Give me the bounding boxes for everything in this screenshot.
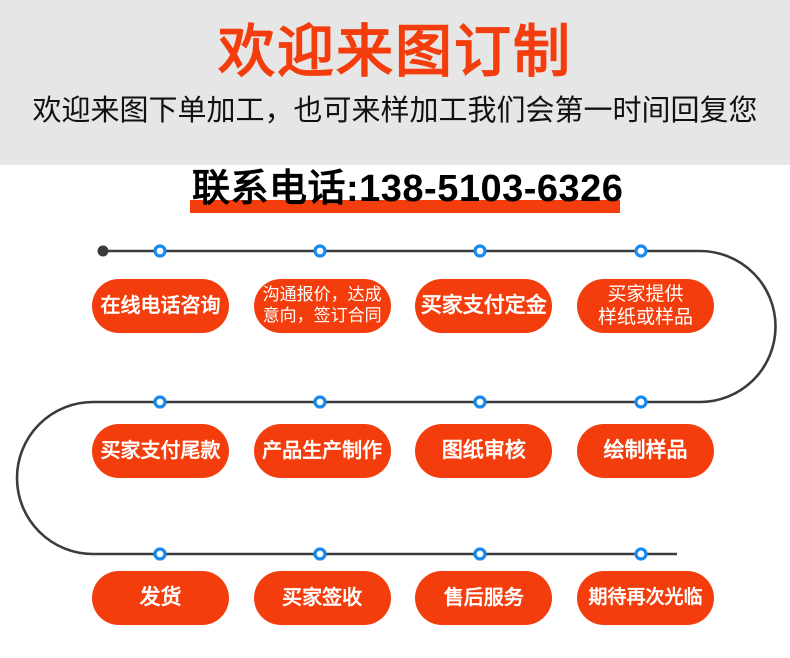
flow-node-icon — [473, 244, 487, 258]
flow-node-icon — [473, 395, 487, 409]
flow-connector-line — [15, 249, 777, 556]
flow-row-3: 发货 买家签收 售后服务 期待再次光临 — [92, 571, 714, 625]
flow-step-buyer-receive: 买家签收 — [253, 571, 391, 625]
flow-start-dot — [97, 245, 109, 257]
flow-node-icon — [313, 395, 327, 409]
flow-step-provide-sample: 买家提供 样纸或样品 — [576, 279, 714, 333]
flow-step-draw-sample: 绘制样品 — [576, 424, 714, 478]
phone-underline-bar — [190, 200, 620, 213]
phone-number-text: 联系电话:138-5103-6326 — [192, 168, 624, 210]
flow-node-icon — [473, 547, 487, 561]
flow-row-2: 买家支付尾款 产品生产制作 图纸审核 绘制样品 — [92, 424, 714, 478]
flow-step-pay-deposit: 买家支付定金 — [415, 279, 553, 333]
flow-node-icon — [634, 395, 648, 409]
flow-step-production: 产品生产制作 — [253, 424, 391, 478]
flow-node-icon — [634, 244, 648, 258]
flow-step-shipping: 发货 — [92, 571, 229, 625]
hero-banner: 欢迎来图订制 欢迎来图下单加工，也可来样加工我们会第一时间回复您 — [0, 0, 790, 165]
flow-step-online-consult: 在线电话咨询 — [92, 279, 229, 333]
flow-step-welcome-back: 期待再次光临 — [576, 571, 714, 625]
flow-step-after-sales: 售后服务 — [415, 571, 553, 625]
flow-step-drawing-review: 图纸审核 — [415, 424, 553, 478]
flow-node-icon — [313, 244, 327, 258]
page-title: 欢迎来图订制 — [218, 20, 572, 84]
flow-step-quote-contract: 沟通报价，达成 意向，签订合同 — [253, 279, 391, 333]
flow-node-icon — [153, 244, 167, 258]
flow-row-1: 在线电话咨询 沟通报价，达成 意向，签订合同 买家支付定金 买家提供 样纸或样品 — [92, 279, 714, 333]
contact-phone: 联系电话:138-5103-6326 — [190, 168, 624, 213]
flow-node-icon — [313, 547, 327, 561]
page-subtitle: 欢迎来图下单加工，也可来样加工我们会第一时间回复您 — [32, 94, 758, 127]
flow-step-pay-balance: 买家支付尾款 — [92, 424, 229, 478]
flow-node-icon — [153, 547, 167, 561]
flow-node-icon — [153, 395, 167, 409]
flow-node-icon — [634, 547, 648, 561]
